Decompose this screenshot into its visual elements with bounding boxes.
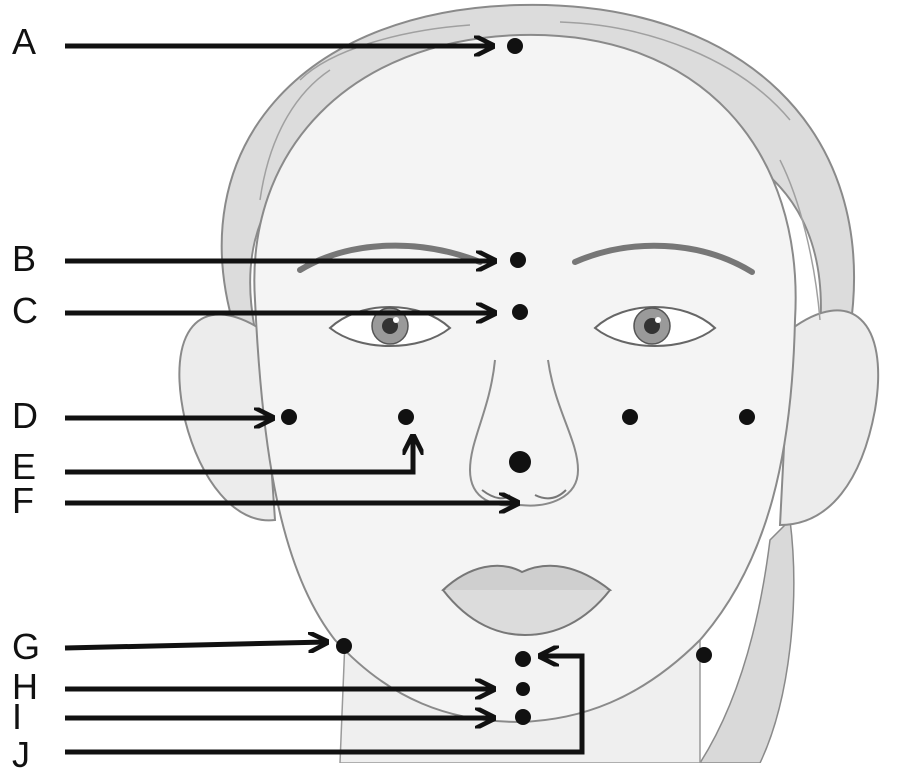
- arrow-g: [65, 642, 327, 648]
- point-g-right: [696, 647, 712, 663]
- point-b: [510, 252, 526, 268]
- point-c: [512, 304, 528, 320]
- point-j: [515, 651, 531, 667]
- label-d: D: [12, 398, 38, 434]
- label-j: J: [12, 737, 30, 773]
- point-a: [507, 38, 523, 54]
- point-d-left: [281, 409, 297, 425]
- label-a: A: [12, 24, 36, 60]
- label-i: I: [12, 699, 22, 735]
- label-c: C: [12, 293, 38, 329]
- label-f: F: [12, 483, 34, 519]
- point-h: [516, 682, 530, 696]
- point-d-right: [739, 409, 755, 425]
- point-e-right: [622, 409, 638, 425]
- point-e-left: [398, 409, 414, 425]
- label-b: B: [12, 241, 36, 277]
- point-g-left: [336, 638, 352, 654]
- label-g: G: [12, 629, 40, 665]
- point-nose-tip: [509, 451, 531, 473]
- point-i: [515, 709, 531, 725]
